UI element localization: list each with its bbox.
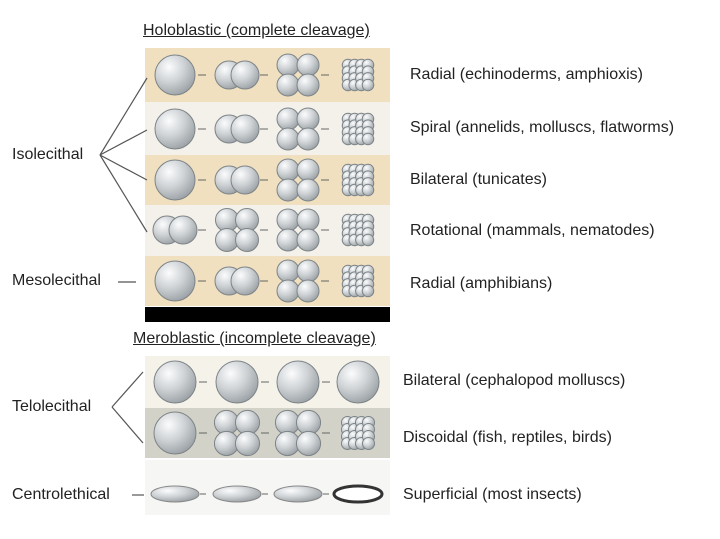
cell xyxy=(361,78,375,92)
row-label-bilateral-cephalopod: Bilateral (cephalopod molluscs) xyxy=(403,372,626,389)
cell xyxy=(336,360,380,404)
label-mesolecithal: Mesolecithal xyxy=(12,272,101,289)
cell xyxy=(276,208,300,232)
cell xyxy=(361,284,375,298)
cell xyxy=(276,127,300,151)
insect-egg xyxy=(150,485,200,503)
label-centrolecithal: Centrolethical xyxy=(12,486,110,503)
cell xyxy=(230,114,260,144)
cell xyxy=(361,436,376,451)
cell xyxy=(154,108,196,150)
cell xyxy=(168,215,198,245)
cell xyxy=(230,266,260,296)
row-label-rotational: Rotational (mammals, nematodes) xyxy=(410,222,655,239)
cell xyxy=(296,107,320,131)
cell xyxy=(296,53,320,77)
connector-line xyxy=(99,154,148,233)
meroblastic-title: Meroblastic (incomplete cleavage) xyxy=(133,330,376,347)
cell xyxy=(153,411,197,455)
cell xyxy=(296,208,320,232)
connector-line xyxy=(99,129,148,156)
cell xyxy=(230,165,260,195)
row-label-radial: Radial (echinoderms, amphioxis) xyxy=(410,66,643,83)
cell xyxy=(154,260,196,302)
cell xyxy=(296,259,320,283)
cell xyxy=(235,228,259,252)
divider-bar xyxy=(145,307,390,322)
insect-egg xyxy=(332,484,384,504)
cell xyxy=(276,228,300,252)
holoblastic-title: Holoblastic (complete cleavage) xyxy=(143,22,370,39)
row-label-radial-amphibians: Radial (amphibians) xyxy=(410,275,553,292)
cell xyxy=(296,279,320,303)
cell xyxy=(361,233,375,247)
cell xyxy=(215,360,259,404)
cell xyxy=(296,73,320,97)
cell xyxy=(154,159,196,201)
insect-egg xyxy=(212,485,262,503)
label-isolecithal: Isolecithal xyxy=(12,146,84,163)
cell xyxy=(276,259,300,283)
cell xyxy=(234,430,261,457)
connector-line xyxy=(111,406,144,444)
cell xyxy=(296,127,320,151)
label-telolecithal: Telolecithal xyxy=(12,398,92,415)
row-label-superficial: Superficial (most insects) xyxy=(403,486,582,503)
cell xyxy=(276,107,300,131)
cell xyxy=(230,60,260,90)
connector-line xyxy=(99,154,148,181)
cell xyxy=(361,132,375,146)
cell xyxy=(296,158,320,182)
cell xyxy=(276,73,300,97)
cell xyxy=(276,279,300,303)
cell xyxy=(153,360,197,404)
row-label-bilateral: Bilateral (tunicates) xyxy=(410,171,547,188)
cell xyxy=(276,53,300,77)
cell xyxy=(296,228,320,252)
cell xyxy=(361,183,375,197)
cell xyxy=(276,360,320,404)
cell xyxy=(296,178,320,202)
connector-line xyxy=(99,77,148,156)
cell xyxy=(276,158,300,182)
cell xyxy=(154,54,196,96)
cell xyxy=(276,178,300,202)
row-label-discoidal: Discoidal (fish, reptiles, birds) xyxy=(403,429,612,446)
row-label-spiral: Spiral (annelids, molluscs, flatworms) xyxy=(410,119,675,136)
cell xyxy=(295,430,322,457)
insect-egg xyxy=(273,485,323,503)
connector-line xyxy=(111,371,144,408)
